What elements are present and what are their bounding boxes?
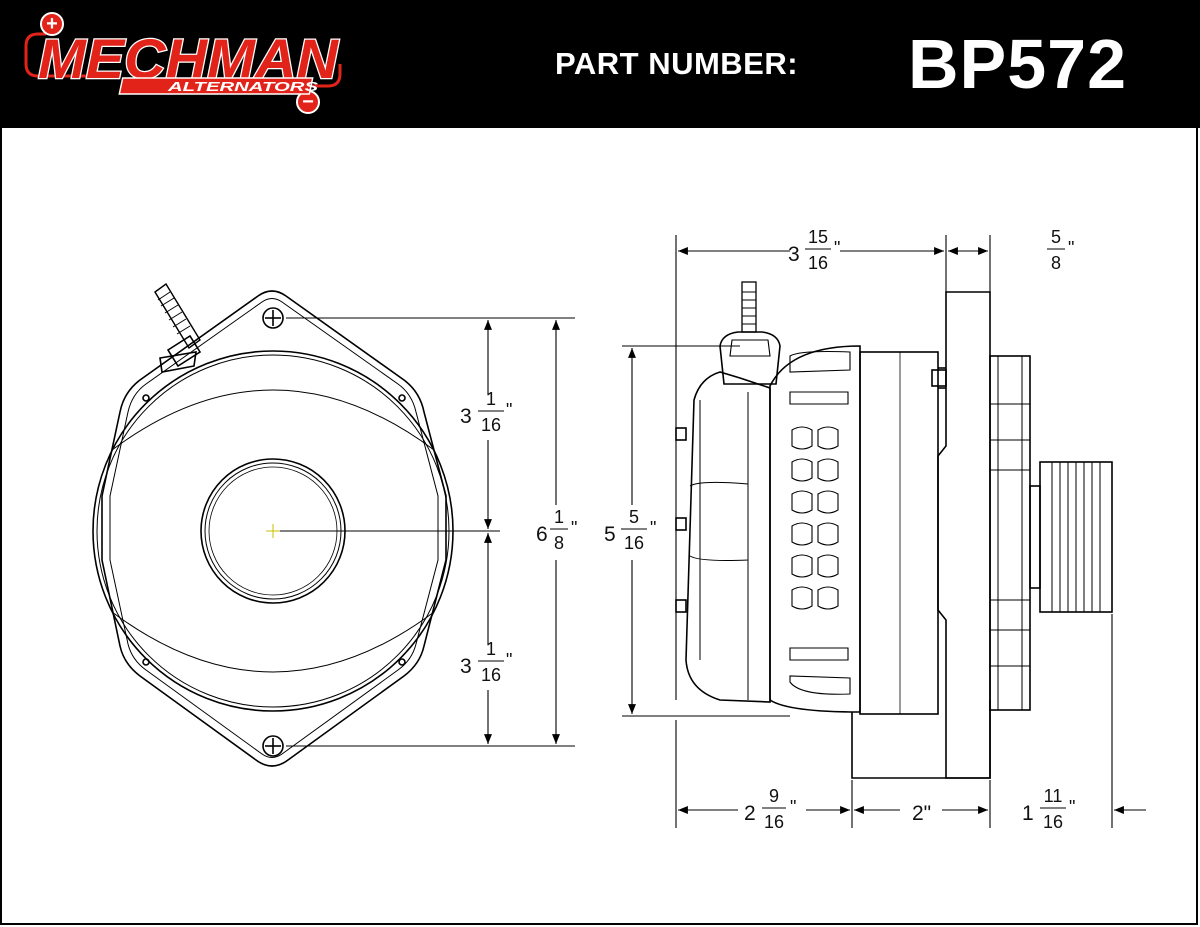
dim-side-bottom-mid: 2" bbox=[912, 802, 931, 825]
svg-text:": " bbox=[506, 650, 512, 670]
svg-text:": " bbox=[790, 797, 796, 817]
svg-text:16: 16 bbox=[764, 812, 784, 832]
svg-text:2": 2" bbox=[912, 802, 931, 825]
side-rear-cover bbox=[685, 371, 771, 703]
side-cooling-fins bbox=[789, 350, 851, 695]
svg-text:11: 11 bbox=[1044, 786, 1063, 806]
dim-front-total: 6 1 8 " bbox=[536, 507, 577, 553]
side-dimension-lines bbox=[622, 235, 1146, 828]
dim-side-pulley: 1 11 16 " bbox=[1022, 786, 1075, 832]
svg-text:1: 1 bbox=[554, 507, 564, 527]
dim-front-upper: 3 1 16 " bbox=[460, 389, 512, 435]
mechman-logo: + − MECHMAN ALTERNATORS bbox=[24, 12, 342, 114]
svg-text:3: 3 bbox=[788, 243, 800, 266]
side-terminal-stud bbox=[719, 281, 781, 385]
dim-side-height: 5 5 16 " bbox=[604, 507, 656, 553]
pulley-grooves bbox=[1051, 462, 1101, 612]
svg-text:2: 2 bbox=[744, 802, 756, 825]
minus-symbol: − bbox=[302, 91, 314, 113]
dim-side-flange: 5 8 " bbox=[1047, 227, 1074, 273]
svg-text:8: 8 bbox=[554, 533, 564, 553]
drawing-frame bbox=[0, 128, 1198, 925]
side-lower-housing bbox=[851, 700, 991, 779]
svg-text:8: 8 bbox=[1051, 253, 1061, 273]
svg-text:16: 16 bbox=[1043, 812, 1063, 832]
svg-text:5: 5 bbox=[604, 523, 616, 546]
header-bar: + − MECHMAN ALTERNATORS PART NUMBER: BP5… bbox=[0, 0, 1200, 128]
svg-text:1: 1 bbox=[486, 639, 496, 659]
svg-text:16: 16 bbox=[808, 253, 828, 273]
svg-text:": " bbox=[650, 518, 656, 538]
front-terminal-stud bbox=[154, 282, 202, 373]
svg-text:": " bbox=[571, 518, 577, 538]
svg-text:3: 3 bbox=[460, 655, 472, 678]
plus-symbol: + bbox=[46, 13, 58, 35]
front-dimension-lines bbox=[280, 317, 575, 747]
front-mount-plate bbox=[101, 290, 447, 767]
part-number-label: PART NUMBER: bbox=[555, 46, 799, 81]
mount-hole-bottom-icon bbox=[262, 735, 284, 757]
logo-wire-right bbox=[268, 64, 342, 88]
brand-subtitle: ALTERNATORS bbox=[166, 79, 318, 94]
svg-text:": " bbox=[506, 400, 512, 420]
side-front-flange bbox=[937, 291, 991, 779]
logo-wire bbox=[24, 32, 118, 78]
mount-hole-top-icon bbox=[262, 307, 284, 329]
dim-side-bottom-left: 2 9 16 " bbox=[744, 786, 796, 832]
svg-text:": " bbox=[1069, 797, 1075, 817]
dim-side-top-width: 3 15 16 " bbox=[788, 227, 840, 273]
side-stator-body bbox=[859, 351, 939, 715]
side-view bbox=[675, 281, 1113, 779]
plus-terminal-icon bbox=[40, 12, 64, 36]
svg-text:16: 16 bbox=[481, 665, 501, 685]
side-fan bbox=[989, 355, 1031, 711]
svg-text:3: 3 bbox=[460, 405, 472, 428]
svg-text:1: 1 bbox=[1022, 802, 1034, 825]
svg-text:": " bbox=[1068, 238, 1074, 258]
svg-text:16: 16 bbox=[481, 415, 501, 435]
svg-text:9: 9 bbox=[769, 786, 779, 806]
svg-text:5: 5 bbox=[629, 507, 639, 527]
svg-text:5: 5 bbox=[1051, 227, 1061, 247]
svg-text:16: 16 bbox=[624, 533, 644, 553]
brand-sub-bar bbox=[118, 77, 314, 95]
side-fin-housing bbox=[769, 345, 861, 713]
front-center-mark bbox=[266, 524, 280, 538]
svg-text:6: 6 bbox=[536, 523, 548, 546]
dim-front-lower: 3 1 16 " bbox=[460, 639, 512, 685]
svg-text:15: 15 bbox=[808, 227, 828, 247]
part-number-value: BP572 bbox=[908, 25, 1128, 103]
svg-text:": " bbox=[834, 238, 840, 258]
svg-text:1: 1 bbox=[486, 389, 496, 409]
